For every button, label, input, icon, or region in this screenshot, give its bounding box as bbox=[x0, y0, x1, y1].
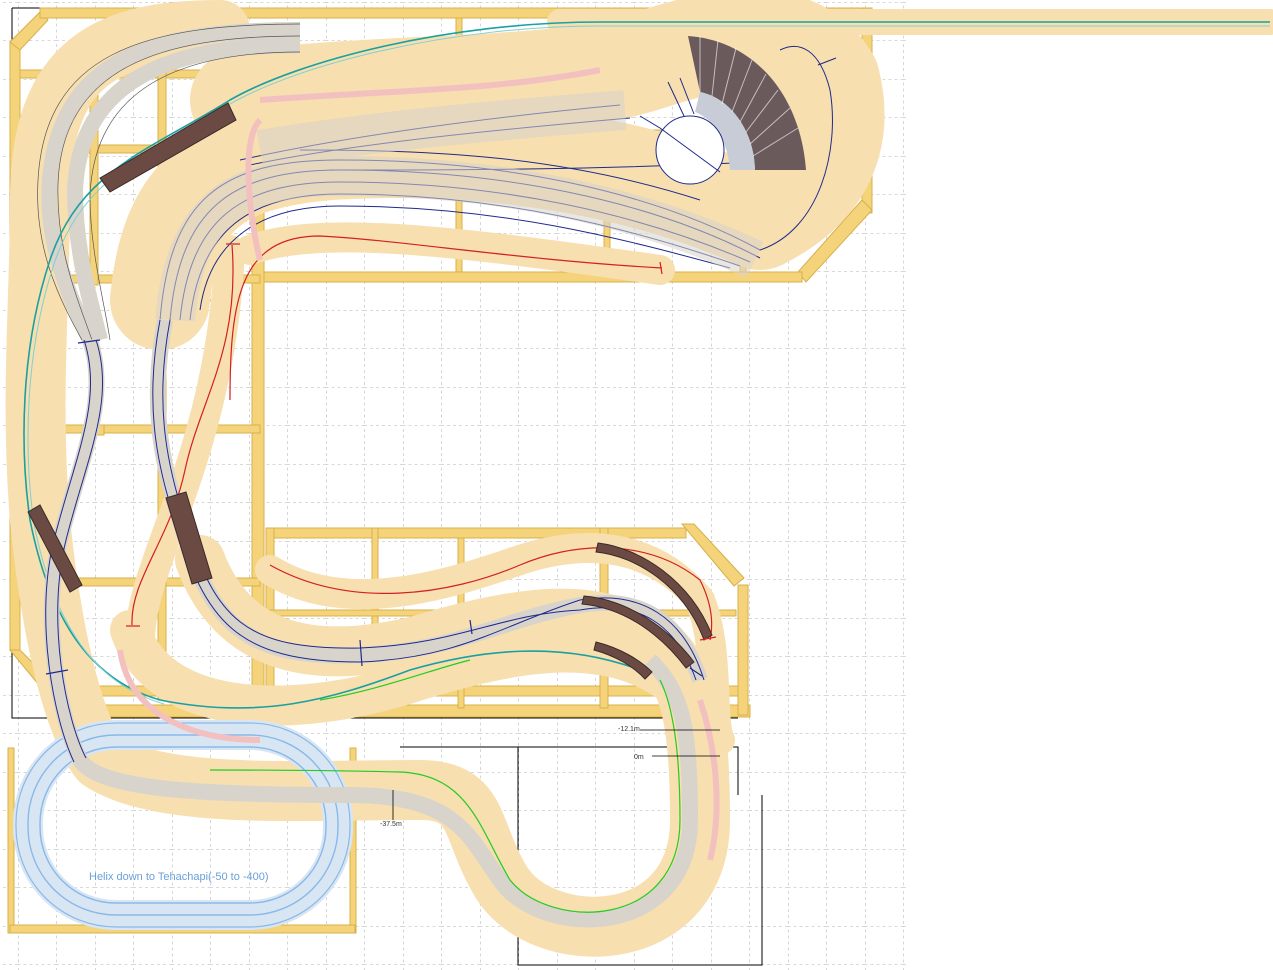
blue-mainline bbox=[43, 337, 699, 928]
red-track-c bbox=[269, 547, 713, 641]
dimension-markers bbox=[392, 729, 720, 820]
blue-mainline-rail-b bbox=[57, 339, 103, 759]
helix-label: Helix down to Tehachapi(-50 to -400) bbox=[89, 871, 269, 883]
pink-track bbox=[117, 67, 720, 861]
dimension-label-1: -12.1m bbox=[618, 726, 640, 733]
track-bumpers bbox=[45, 57, 837, 677]
red-bumpers bbox=[126, 243, 717, 641]
blue-lower-loop-rails bbox=[152, 319, 705, 681]
yard-tracks-grey-rails bbox=[37, 23, 301, 341]
roundhouse bbox=[688, 36, 806, 170]
yard-tracks-grey bbox=[41, 22, 301, 344]
dimension-label-2: 0m bbox=[634, 754, 644, 761]
teal-mainline bbox=[23, 21, 1270, 709]
red-track bbox=[131, 244, 234, 626]
turntable-bridge[interactable] bbox=[659, 127, 721, 173]
blue-yard-fill bbox=[155, 90, 764, 323]
helix bbox=[13, 720, 353, 930]
bridges bbox=[27, 102, 713, 680]
red-track-b bbox=[229, 235, 663, 401]
roundhouse-leads bbox=[639, 77, 695, 129]
green-track bbox=[209, 659, 681, 913]
dimension-label-3: -37.5m bbox=[380, 821, 402, 828]
